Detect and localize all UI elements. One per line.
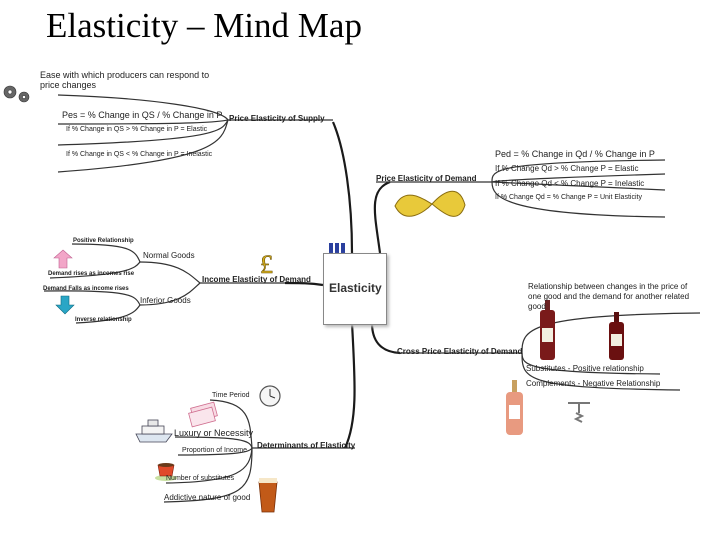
page-title: Elasticity – Mind Map: [46, 6, 362, 45]
determinant-item: Luxury or Necessity: [174, 428, 254, 438]
income-normal-goods: Normal Goods: [143, 251, 195, 260]
branch-line-demand: [373, 180, 391, 254]
supply-formula: Pes = % Change in QS / % Change in P: [62, 110, 223, 120]
determinant-item: Number of substitutes: [166, 475, 235, 482]
pound-sign-icon: £: [260, 250, 273, 279]
gears-icon: [3, 85, 30, 103]
income-inferior-goods: Inferior Goods: [140, 296, 191, 305]
up-arrow-icon: [53, 249, 73, 269]
supply-ease-text: Ease with which producers can respond to…: [40, 70, 210, 90]
coffee-cup-icon: [155, 463, 177, 481]
determinants-branch-label: Determinants of Elasticity: [257, 441, 356, 450]
infinity-icon: [394, 190, 466, 217]
port-bottle-icon: [609, 312, 624, 360]
demand-elastic: If % Change Qd > % Change P = Elastic: [495, 164, 639, 173]
center-node: Elasticity: [323, 253, 387, 325]
supply-inelastic: If % Change in QS < % Change in P = Inel…: [66, 151, 213, 158]
branch-line-determinants: [344, 322, 356, 449]
cruise-ship-icon: [135, 419, 173, 443]
center-label: Elasticity: [329, 281, 382, 295]
demand-unit: If % Change Qd = % Change P = Unit Elast…: [495, 194, 642, 201]
income-inverse: Inverse relationship: [75, 317, 132, 323]
branch-line-income: [284, 281, 324, 287]
supply-elastic: If % Change in QS > % Change in P = Elas…: [66, 126, 208, 133]
determinant-item: Time Period: [212, 392, 250, 399]
determinant-item: Proportion of Income: [182, 447, 247, 454]
clock-icon: [259, 385, 281, 407]
rose-bottle-icon: [506, 380, 523, 435]
income-positive: Positive Relationship: [73, 238, 134, 244]
banknotes-icon: [188, 401, 218, 428]
corkscrew-icon: [568, 402, 590, 423]
branch-line-supply: [331, 121, 354, 254]
cross-complements: Complements - Negative Relationship: [526, 379, 661, 388]
beer-glass-icon: [258, 478, 278, 513]
branch-line-cross: [370, 322, 401, 355]
income-rises: Demand rises as incomes rise: [48, 271, 135, 277]
supply-branch-label: Price Elasticity of Supply: [229, 114, 325, 123]
down-arrow-icon: [55, 295, 75, 315]
wine-bottle-icon: [540, 300, 555, 360]
cross-substitutes: Substitutes - Positive relationship: [526, 364, 644, 373]
demand-inelastic: If % Change Qd < % Change P = Inelastic: [495, 179, 645, 188]
demand-formula: Ped = % Change in Qd / % Change in P: [495, 149, 655, 159]
cross-branch-label: Cross Price Elasticity of Demand: [397, 347, 523, 356]
demand-branch-label: Price Elasticity of Demand: [376, 174, 477, 183]
income-falls: Demand Falls as income rises: [43, 286, 129, 292]
income-branch-label: Income Elasticity of Demand: [202, 275, 311, 284]
bar-chart-icon: [329, 243, 345, 253]
cross-relationship: Relationship between changes in the pric…: [528, 282, 690, 311]
determinant-item: Addictive nature of good: [164, 493, 251, 502]
